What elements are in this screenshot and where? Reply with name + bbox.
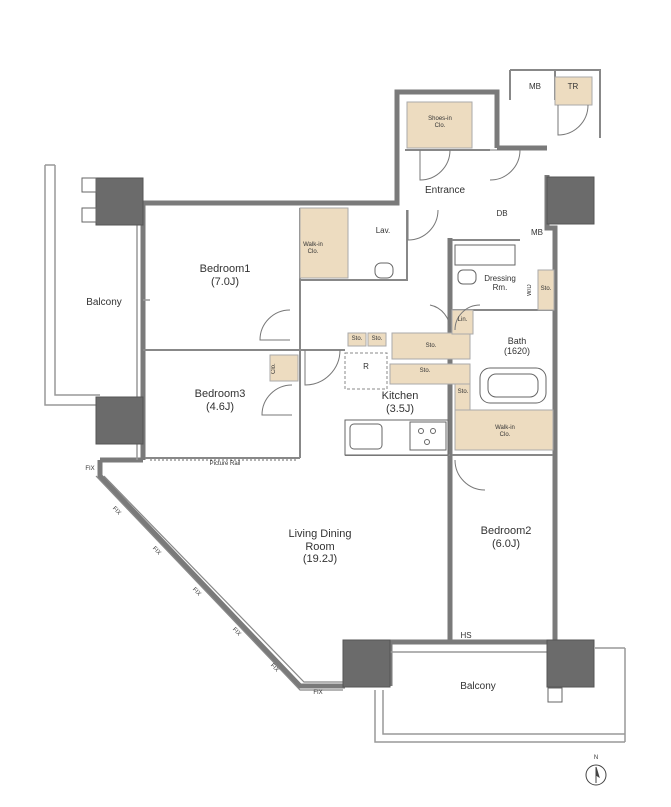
kitchen-size: (3.5J) [385, 402, 415, 415]
outdoor-units [81, 177, 563, 703]
sto-label-1: Sto. [351, 336, 363, 342]
bedroom1-size: (7.0J) [210, 275, 240, 288]
living-size: (19.2J) [302, 553, 338, 566]
bedroom2-name: Bedroom2 [480, 525, 532, 537]
shoes-in-line1: Shoes-in [428, 116, 452, 122]
walkin-1-line1: Walk-in [303, 242, 323, 248]
walkin-closet-1-label: Walk-in Clo. [296, 242, 330, 256]
balcony-south [374, 647, 626, 743]
walkin-1-line2: Clo. [307, 248, 319, 255]
entrance-label: Entrance [424, 185, 466, 196]
bath-label: Bath (1620) [487, 336, 547, 357]
sto-label-4: Sto. [419, 368, 431, 374]
closet-label: Clo. [271, 363, 277, 375]
bath-name: Bath [507, 336, 527, 346]
door-swings [259, 104, 589, 491]
db-label: DB [496, 209, 508, 218]
shoes-in-line2: Clo. [434, 122, 446, 129]
walkin-closet-2-label: Walk-in Clo. [485, 425, 525, 439]
balcony-west-label: Balcony [86, 297, 122, 308]
linen-label: Lin. [457, 317, 468, 323]
bedroom3-name: Bedroom3 [194, 388, 246, 400]
walkin-2-line1: Walk-in [495, 425, 515, 431]
compass [585, 764, 607, 786]
fix-window [95, 475, 343, 691]
balcony-south-label: Balcony [460, 681, 496, 692]
kitchen-name: Kitchen [381, 390, 419, 402]
compass-north-label: N [593, 755, 599, 761]
bath-tub [479, 367, 547, 404]
sto-label-5: Sto. [457, 389, 469, 395]
picture-rail-label: Picture Rail [209, 461, 241, 467]
kitchen-counter [344, 352, 449, 456]
shoes-in-closet-label: Shoes-in Clo. [412, 116, 468, 130]
sto-label-3: Sto. [425, 343, 437, 349]
kitchen-label: Kitchen (3.5J) [360, 390, 440, 415]
mb-label-side: MB [531, 228, 543, 237]
sto-label-6: Sto. [540, 286, 552, 292]
structural-columns [95, 176, 595, 688]
bedroom2-label: Bedroom2 (6.0J) [466, 525, 546, 550]
dressing-name-line2: Rm. [492, 283, 508, 293]
living-name-line2: Room [305, 540, 335, 553]
hs-label: HS [460, 631, 472, 640]
washer-dryer-label: W/D [527, 284, 533, 296]
dressing-name-line1: Dressing [484, 274, 516, 283]
bedroom3-label: Bedroom3 (4.6J) [180, 388, 260, 413]
lav-label: Lav. [375, 226, 391, 235]
bedroom1-name: Bedroom1 [199, 263, 251, 275]
lav-fixtures [374, 244, 516, 285]
tr-label: TR [567, 82, 579, 91]
mb-label-top: MB [529, 82, 541, 91]
fix-label-7: FIX [313, 690, 323, 696]
storage-fills [269, 76, 593, 451]
sto-label-2: Sto. [371, 336, 383, 342]
dressing-label: Dressing Rm. [470, 274, 530, 292]
fridge-label: R [363, 362, 369, 371]
living-label: Living Dining Room (19.2J) [270, 528, 370, 566]
walkin-2-line2: Clo. [499, 431, 511, 438]
bath-size: (1620) [503, 346, 530, 357]
bedroom1-label: Bedroom1 (7.0J) [185, 263, 265, 288]
bedroom3-size: (4.6J) [205, 400, 235, 413]
bedroom2-size: (6.0J) [491, 537, 521, 550]
living-name-line1: Living Dining [288, 528, 352, 540]
fix-label-1: FIX [85, 466, 95, 472]
